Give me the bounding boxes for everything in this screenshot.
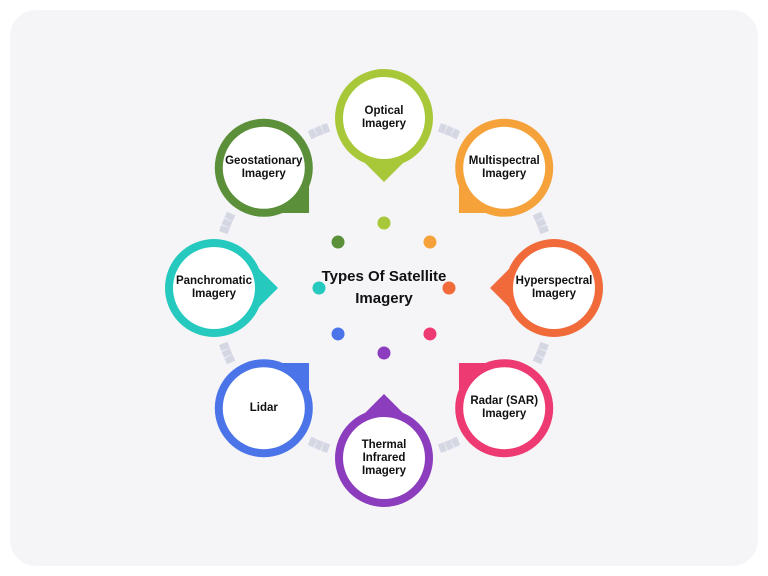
node-circle-multispectral — [463, 126, 546, 209]
connector-segment — [450, 128, 461, 140]
dot-multispectral — [423, 235, 437, 249]
dot-radar-sar — [423, 327, 437, 341]
connector-segment — [450, 436, 461, 448]
node-label-panchromatic: Panchromatic Imagery — [175, 275, 253, 300]
dot-geostationary — [331, 235, 345, 249]
dot-hyperspectral — [442, 281, 456, 295]
node-circle-hyperspectral — [513, 247, 595, 329]
node-circle-geostationary — [222, 126, 305, 209]
node-label-geostationary: Geostationary Imagery — [225, 154, 303, 180]
node-label-radar-sar: Radar (SAR) Imagery — [470, 395, 539, 421]
dot-panchromatic — [312, 281, 326, 295]
connector-segment — [221, 218, 233, 228]
connector-segment — [307, 436, 318, 448]
connector-segment — [532, 354, 544, 365]
node-label-optical: Optical Imagery — [361, 105, 407, 130]
connector-segment — [532, 211, 544, 222]
connector-segment — [307, 128, 318, 140]
connector-segment — [224, 211, 236, 222]
center-title: Types Of Satellite Imagery — [321, 268, 447, 307]
node-label-thermal-infrared: Thermal Infrared Imagery — [361, 438, 407, 477]
connector-segment — [224, 354, 236, 365]
node-label-lidar: Lidar — [249, 401, 278, 414]
node-label-hyperspectral: Hyperspectral Imagery — [515, 275, 593, 300]
node-circle-lidar — [222, 367, 305, 450]
node-circle-radar-sar — [463, 367, 546, 450]
connector-segment — [321, 123, 331, 134]
connector-segment — [444, 125, 454, 137]
connector-segment — [535, 218, 547, 228]
connector-segment — [314, 125, 324, 137]
connector-segment — [314, 439, 324, 451]
connector-segment — [219, 341, 230, 351]
connector-segment — [538, 341, 549, 351]
connector-segment — [538, 225, 549, 235]
node-circle-panchromatic — [173, 247, 255, 329]
connector-segment — [321, 442, 331, 453]
connector-segment — [437, 442, 447, 453]
dot-optical — [377, 216, 391, 230]
dot-thermal-infrared — [377, 346, 391, 360]
connector-segment — [444, 439, 454, 451]
connector-segment — [535, 348, 547, 358]
connector-segment — [437, 123, 447, 134]
node-circle-optical — [343, 77, 425, 159]
node-label-multispectral: Multispectral Imagery — [468, 154, 540, 180]
connector-segment — [221, 348, 233, 358]
dot-lidar — [331, 327, 345, 341]
node-circle-thermal-infrared — [343, 417, 425, 499]
connector-segment — [219, 225, 230, 235]
